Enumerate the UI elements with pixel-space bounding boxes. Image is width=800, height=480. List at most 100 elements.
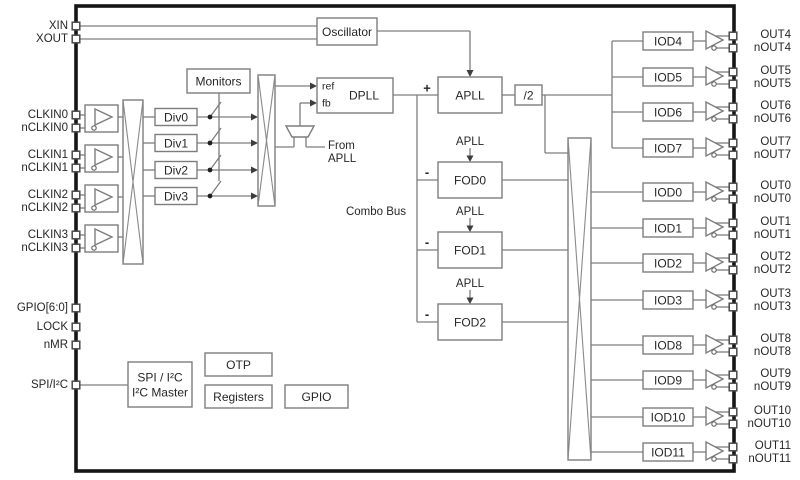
block-fod0: FOD0 bbox=[437, 161, 503, 199]
pin-clkin2: CLKIN2 bbox=[28, 189, 81, 201]
fod1-minus-sign: - bbox=[425, 235, 429, 250]
pin-lock: LOCK bbox=[37, 321, 81, 333]
block-iod5: IOD5 bbox=[642, 67, 694, 87]
output-crossbar-icon bbox=[567, 137, 592, 461]
clkin-buffer-icon-2 bbox=[84, 184, 119, 213]
from-apll-label-line1: From bbox=[328, 140, 355, 152]
clkin1-label: CLKIN1 bbox=[28, 149, 68, 161]
iod3-label: IOD3 bbox=[654, 294, 682, 308]
nout10-label: nOUT10 bbox=[748, 418, 791, 430]
pin-xin: XIN bbox=[49, 20, 81, 32]
fod1-apll-feed-label: APLL bbox=[456, 206, 485, 218]
block-div1: Div1 bbox=[154, 133, 198, 153]
fod0-apll-feed-label: APLL bbox=[456, 136, 485, 148]
registers-label: Registers bbox=[213, 390, 264, 404]
div3-label: Div3 bbox=[164, 190, 188, 204]
nclkin3-label: nCLKIN3 bbox=[21, 242, 68, 254]
nclkin0-label: nCLKIN0 bbox=[21, 122, 68, 134]
block-registers: Registers bbox=[204, 384, 273, 409]
nout7-label: nOUT7 bbox=[754, 149, 791, 161]
gpio-label: GPIO bbox=[301, 390, 331, 404]
fod2-label: FOD2 bbox=[454, 316, 486, 330]
iod9-label: IOD9 bbox=[654, 374, 682, 388]
iod11-label: IOD11 bbox=[651, 446, 685, 460]
out2-label: OUT2 bbox=[760, 251, 791, 263]
block-oscillator: Oscillator bbox=[316, 17, 378, 46]
div1-label: Div1 bbox=[164, 137, 188, 151]
nout5-label: nOUT5 bbox=[754, 78, 791, 90]
out4-label: OUT4 bbox=[760, 29, 791, 41]
output-buffer-icon-out6 bbox=[705, 100, 729, 122]
output-buffer-icons bbox=[705, 29, 729, 462]
block-dpll: ref fb DPLL bbox=[316, 77, 394, 114]
block-iod8: IOD8 bbox=[642, 335, 694, 355]
block-divide-by-2: /2 bbox=[514, 84, 543, 106]
fod0-label: FOD0 bbox=[454, 174, 486, 188]
pin-clkin3: CLKIN3 bbox=[28, 229, 81, 241]
apll-label: APLL bbox=[455, 89, 485, 103]
block-iod0: IOD0 bbox=[642, 182, 694, 202]
nclkin1-label: nCLKIN1 bbox=[21, 162, 68, 174]
fod2-apll-feed-label: APLL bbox=[456, 278, 485, 290]
nout11-label: nOUT11 bbox=[748, 453, 791, 465]
block-gpio: GPIO bbox=[284, 384, 349, 409]
output-buffer-icon-out3 bbox=[705, 288, 729, 310]
oscillator-label: Oscillator bbox=[322, 25, 372, 39]
nmr-label: nMR bbox=[44, 339, 68, 351]
clkin0-label: CLKIN0 bbox=[28, 109, 68, 121]
input-crossbar-icon bbox=[122, 99, 144, 265]
fod2-minus-sign: - bbox=[425, 307, 429, 322]
spi-block-label-line2: I²C Master bbox=[132, 386, 188, 400]
lock-label: LOCK bbox=[37, 321, 69, 333]
clkin2-label: CLKIN2 bbox=[28, 189, 68, 201]
block-iod6: IOD6 bbox=[642, 102, 694, 122]
block-monitors: Monitors bbox=[186, 68, 251, 94]
clkin-buffer-icon-3 bbox=[84, 224, 119, 253]
iod5-label: IOD5 bbox=[654, 71, 682, 85]
iod8-label: IOD8 bbox=[654, 339, 682, 353]
monitor-tap-dots bbox=[207, 114, 213, 199]
signal-wires bbox=[80, 25, 706, 453]
xin-label: XIN bbox=[49, 20, 68, 32]
fod0-minus-sign: - bbox=[425, 165, 429, 180]
out11-label: OUT11 bbox=[755, 440, 791, 452]
dpll-ref-label: ref bbox=[322, 81, 334, 93]
iod1-label: IOD1 bbox=[654, 222, 682, 236]
block-iod4: IOD4 bbox=[642, 31, 694, 51]
block-otp: OTP bbox=[204, 352, 273, 377]
dpll-fb-label: fb bbox=[322, 98, 331, 110]
from-apll-label-line2: APLL bbox=[328, 153, 357, 165]
output-buffer-icon-out2 bbox=[705, 251, 729, 273]
block-spi-i2c-master: SPI / I²C I²C Master bbox=[127, 361, 193, 408]
divide-by-2-label: /2 bbox=[523, 89, 533, 103]
fod1-label: FOD1 bbox=[454, 244, 486, 258]
annotations: + - - - Combo Bus From APLL APLL APLL AP… bbox=[328, 81, 485, 322]
nout4-label: nOUT4 bbox=[754, 42, 792, 54]
output-buffer-icon-out4 bbox=[705, 29, 729, 51]
iod6-label: IOD6 bbox=[654, 106, 682, 120]
block-div2: Div2 bbox=[154, 160, 198, 180]
clkin3-label: CLKIN3 bbox=[28, 229, 68, 241]
out10-label: OUT10 bbox=[754, 405, 791, 417]
div0-label: Div0 bbox=[164, 111, 188, 125]
dpll-label: DPLL bbox=[349, 89, 379, 103]
block-iod3: IOD3 bbox=[642, 290, 694, 310]
iod10-label: IOD10 bbox=[651, 411, 686, 425]
gpio-pin-label: GPIO[6:0] bbox=[17, 302, 68, 314]
pin-xout: XOUT bbox=[36, 33, 81, 45]
nout6-label: nOUT6 bbox=[754, 113, 791, 125]
clkin-buffer-icon-1 bbox=[84, 144, 119, 173]
pin-clkin1: CLKIN1 bbox=[28, 149, 81, 161]
nclkin2-label: nCLKIN2 bbox=[21, 202, 68, 214]
arrowhead-icons bbox=[251, 70, 474, 304]
nout8-label: nOUT8 bbox=[754, 346, 791, 358]
block-iod2: IOD2 bbox=[642, 253, 694, 273]
